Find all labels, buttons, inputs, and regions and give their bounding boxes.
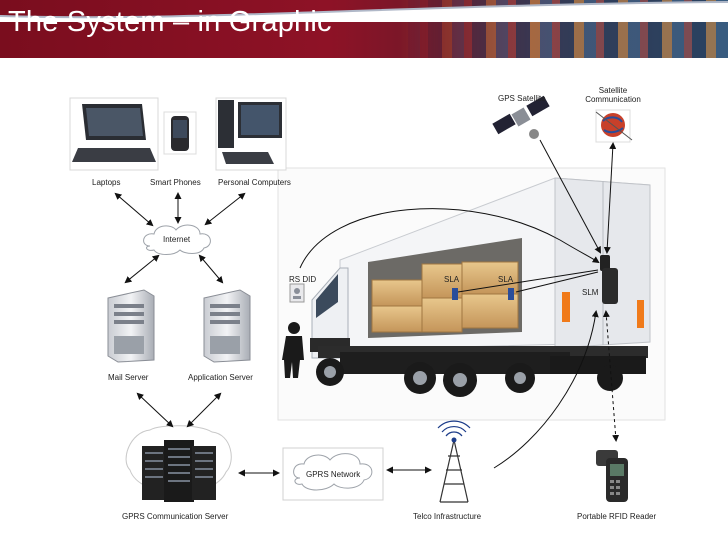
personal-computer-icon xyxy=(215,97,287,171)
arrow-laptop-internet xyxy=(114,192,154,227)
label-rs-did: RS DID xyxy=(289,275,317,284)
label-personal-computers: Personal Computers xyxy=(218,178,291,187)
label-telco: Telco Infrastructure xyxy=(413,512,482,521)
label-smart-phones: Smart Phones xyxy=(150,178,201,187)
label-sla-2: SLA xyxy=(498,275,514,284)
arrow-mail-gprs xyxy=(136,392,174,428)
label-rfid-reader: Portable RFID Reader xyxy=(577,512,657,521)
label-sla-1: SLA xyxy=(444,275,460,284)
arrow-app-gprs xyxy=(186,392,222,428)
header-wave xyxy=(0,1,728,22)
rfid-reader-icon xyxy=(596,450,628,502)
arrow-internet-mail xyxy=(124,254,160,284)
internet-cloud xyxy=(143,224,211,255)
label-satellite-line2: Communication xyxy=(585,95,641,104)
arrow-rsdid-slm xyxy=(299,208,600,269)
laptop-icon xyxy=(69,97,159,171)
arrow-pc-internet xyxy=(204,192,246,226)
label-mail-server: Mail Server xyxy=(108,373,149,382)
label-application-server: Application Server xyxy=(188,373,253,382)
label-slm: SLM xyxy=(582,288,599,297)
page-title: The System – in Graphic xyxy=(8,6,332,38)
header-banner xyxy=(0,0,728,58)
arrow-satcomm-slm xyxy=(603,142,617,254)
label-internet: Internet xyxy=(163,235,191,244)
gprs-server-rack-icon xyxy=(125,425,232,502)
line-sla2-slm xyxy=(515,271,599,293)
line-sla1-slm xyxy=(457,269,599,293)
label-gprs-network: GPRS Network xyxy=(306,470,361,479)
gprs-network-cloud xyxy=(282,447,384,501)
person-silhouette xyxy=(282,322,304,378)
telco-tower-icon xyxy=(437,420,471,503)
arrow-internet-app xyxy=(198,254,224,284)
label-satellite-line1: Satellite xyxy=(598,86,628,95)
satellite-globe-icon xyxy=(595,109,633,143)
gps-satellite-icon xyxy=(492,95,550,139)
arrow-gps-slm xyxy=(539,139,601,254)
id-badge-icon xyxy=(289,283,305,303)
label-laptops: Laptops xyxy=(92,178,121,187)
label-gps-satellite: GPS Satellite xyxy=(498,94,546,103)
smartphone-icon xyxy=(163,111,197,155)
label-satellite-communication: Satellite Communication xyxy=(582,86,644,104)
label-gprs-server: GPRS Communication Server xyxy=(122,512,229,521)
application-server-icon xyxy=(203,289,251,363)
mail-server-icon xyxy=(107,289,155,363)
arrow-telco-slm xyxy=(493,310,599,469)
